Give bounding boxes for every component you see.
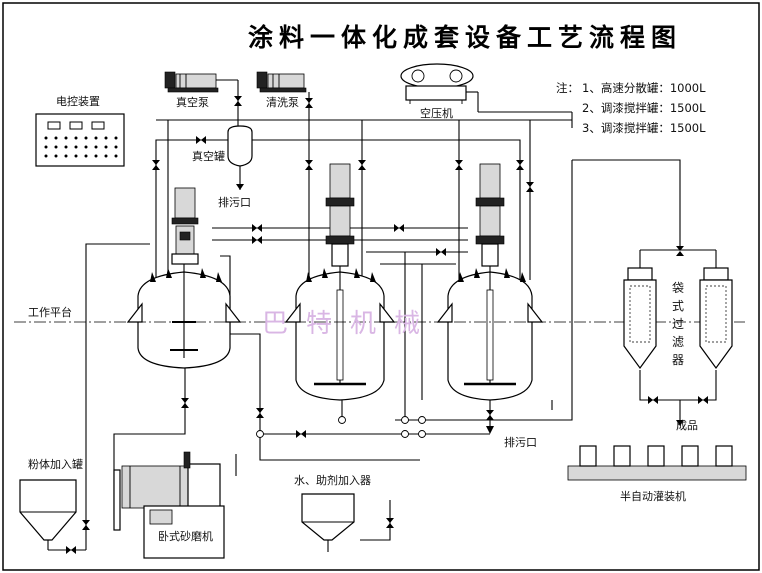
drain-bottom-label: 排污口 bbox=[504, 435, 537, 449]
vacuum-pump-label: 真空泵 bbox=[176, 95, 209, 109]
water-additive-feeder bbox=[301, 493, 355, 552]
filling-machine bbox=[567, 445, 747, 481]
water-additive-label: 水、助剂加入器 bbox=[294, 473, 371, 487]
mixing-tank-2 bbox=[284, 163, 396, 401]
pipe-crossings bbox=[256, 416, 426, 438]
vacuum-tank bbox=[227, 125, 253, 167]
bag-filter-left bbox=[623, 267, 657, 370]
powder-tank bbox=[19, 479, 86, 551]
disperser-tank-1 bbox=[126, 187, 242, 369]
watermark-text: 巴特机械 bbox=[262, 309, 438, 339]
cleaning-pump bbox=[256, 71, 307, 93]
work-platform-label: 工作平台 bbox=[28, 305, 72, 319]
powder-tank-label: 粉体加入罐 bbox=[28, 457, 83, 471]
drain-top-label: 排污口 bbox=[218, 195, 251, 209]
cleaning-pump-label: 清洗泵 bbox=[266, 96, 299, 109]
air-compressor-label: 空压机 bbox=[420, 106, 453, 120]
bead-mill bbox=[113, 451, 225, 559]
note-line-3: 3、调漆搅拌罐：1500L bbox=[582, 121, 706, 135]
diagram-title: 涂料一体化成套设备工艺流程图 bbox=[248, 23, 682, 52]
control-box bbox=[35, 113, 125, 167]
control-box-label: 电控装置 bbox=[56, 94, 100, 108]
vacuum-pump bbox=[164, 71, 238, 93]
air-compressor bbox=[400, 63, 479, 112]
note-line-2: 2、调漆搅拌罐：1500L bbox=[582, 101, 706, 115]
product-label: 成品 bbox=[676, 419, 698, 432]
bag-filter-right bbox=[699, 267, 733, 370]
bag-filter-label: 袋 式 过 滤 器 bbox=[672, 281, 688, 367]
note-line-1: 1、高速分散罐：1000L bbox=[582, 81, 706, 95]
vacuum-tank-label: 真空罐 bbox=[192, 149, 225, 163]
valves bbox=[66, 96, 708, 554]
note-prefix: 注： bbox=[556, 81, 579, 95]
filling-machine-label: 半自动灌装机 bbox=[620, 489, 686, 503]
bead-mill-label: 卧式砂磨机 bbox=[158, 529, 213, 543]
mixing-tank-3 bbox=[436, 163, 544, 401]
